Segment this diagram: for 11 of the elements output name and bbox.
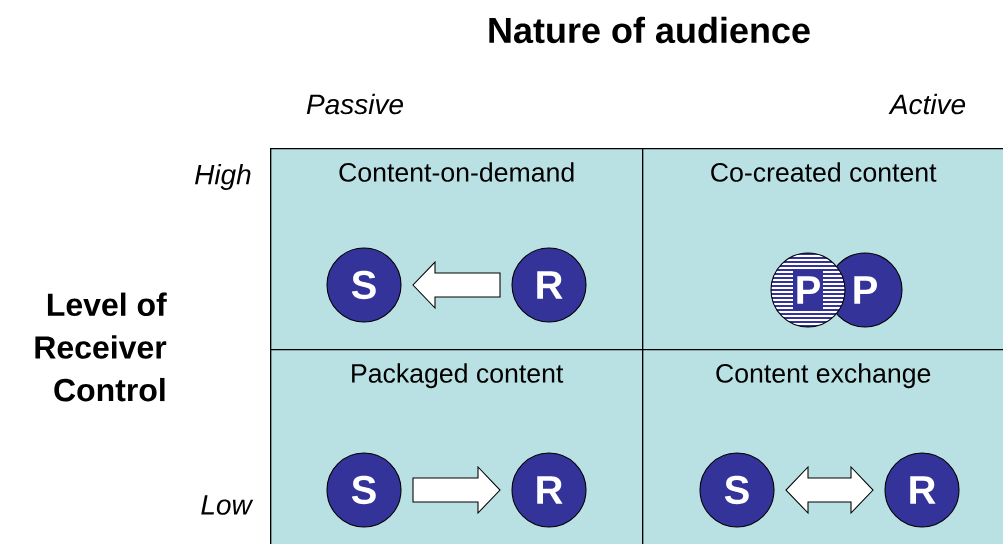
axis-label: Active xyxy=(888,93,966,115)
axis-label: Passive xyxy=(306,93,403,115)
chart-title: Nature of audience xyxy=(489,16,810,44)
node-label: Co-created content xyxy=(711,162,937,182)
node-label: Packaged content xyxy=(352,363,564,389)
axis-title: Level of Receiver Control xyxy=(35,292,167,402)
block-arrow xyxy=(412,260,501,310)
block-arrow xyxy=(785,465,874,515)
axis-label: High xyxy=(195,163,251,191)
block-arrow xyxy=(412,465,501,515)
axis-label: Low xyxy=(201,495,254,515)
